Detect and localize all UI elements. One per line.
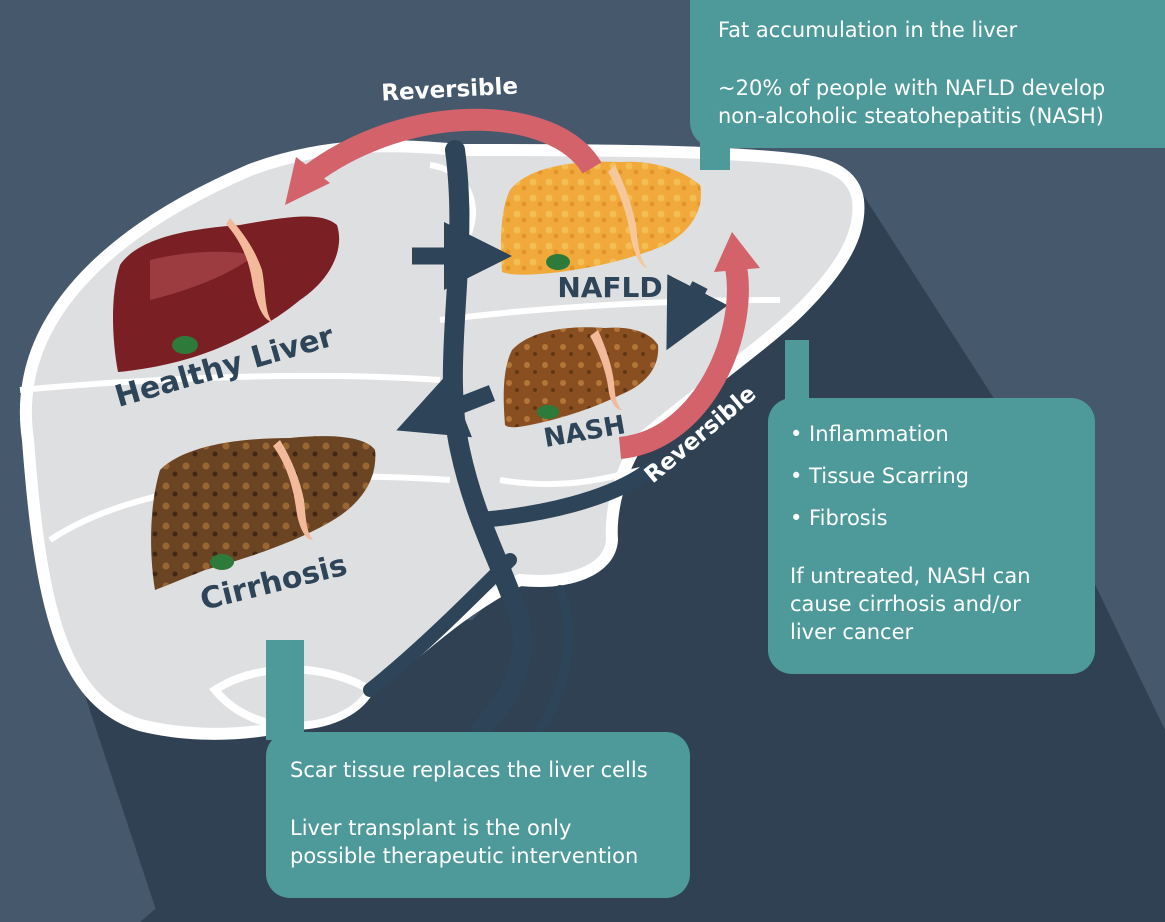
callout-cirrhosis: Scar tissue replaces the liver cells Liv… [266, 732, 690, 898]
label-reversible-top: Reversible [381, 73, 519, 106]
callout-nash-note2: cause cirrhosis and/or [790, 590, 1021, 618]
label-nafld: NAFLD [557, 271, 662, 304]
callout-nafld-line2: ~20% of people with NAFLD develop [718, 74, 1105, 102]
callout-cirrhosis-connector [266, 640, 304, 740]
callout-nash: • Inflammation • Tissue Scarring • Fibro… [768, 398, 1095, 674]
callout-cirrhosis-line3: possible therapeutic intervention [290, 842, 638, 870]
callout-nash-note1: If untreated, NASH can [790, 562, 1031, 590]
callout-nafld: Fat accumulation in the liver ~20% of pe… [690, 0, 1165, 148]
callout-cirrhosis-line1: Scar tissue replaces the liver cells [290, 756, 648, 784]
callout-nafld-line1: Fat accumulation in the liver [718, 16, 1017, 44]
callout-nash-note3: liver cancer [790, 618, 913, 646]
callout-nash-bullet2: • Tissue Scarring [790, 462, 969, 490]
callout-nash-bullet1: • Inflammation [790, 420, 949, 448]
callout-cirrhosis-line2: Liver transplant is the only [290, 814, 571, 842]
callout-nash-bullet3: • Fibrosis [790, 504, 888, 532]
callout-nafld-line3: non-alcoholic steatohepatitis (NASH) [718, 102, 1104, 130]
